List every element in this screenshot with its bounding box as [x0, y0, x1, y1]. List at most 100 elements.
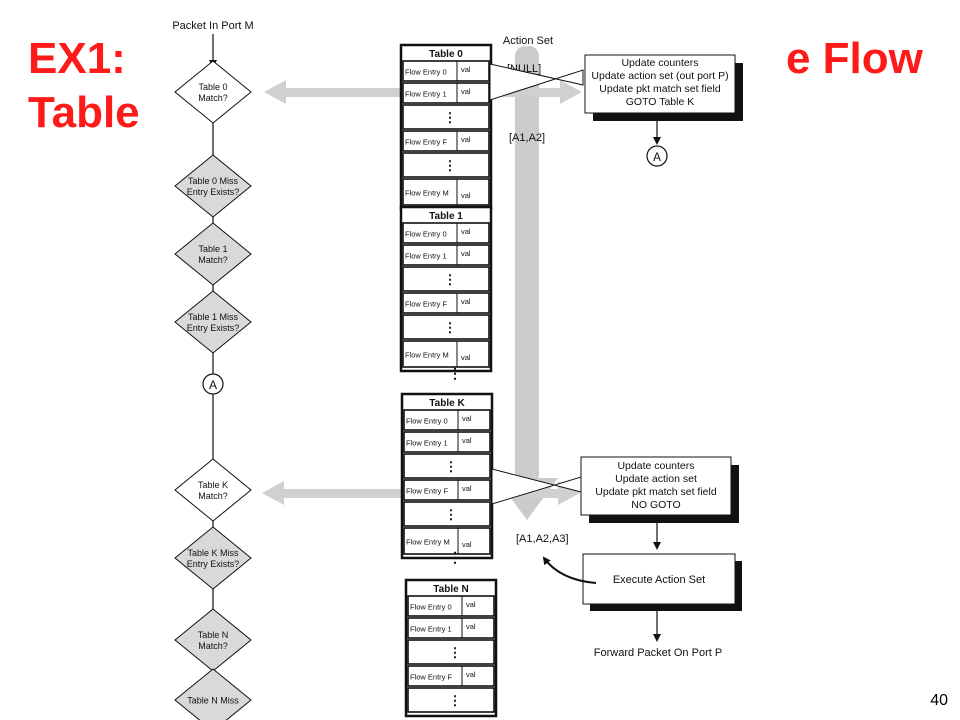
flow-entry-val: val	[462, 436, 472, 445]
connector-a-right: A	[646, 145, 668, 167]
flow-entry-row	[402, 314, 490, 340]
execute-action-set-box: Execute Action Set	[582, 553, 742, 611]
decision-diamond: Table N Miss	[174, 668, 252, 720]
flow-entry-val: val	[461, 353, 471, 362]
flow-entry-label: Flow Entry F	[405, 138, 448, 147]
forward-packet-label: Forward Packet On Port P	[594, 647, 722, 659]
flow-entry-val: val	[461, 135, 471, 144]
flow-entry-row	[402, 266, 490, 292]
flow-entry-val: val	[466, 600, 476, 609]
flow-entry-row	[402, 60, 490, 82]
flow-entry-val: val	[461, 227, 471, 236]
flow-entry-label: Flow Entry F	[405, 300, 448, 309]
row-ellipsis: ⋮	[449, 645, 462, 660]
diamond-label: Entry Exists?	[187, 559, 240, 569]
flow-entry-row	[402, 130, 490, 152]
row-ellipsis: ⋮	[444, 110, 457, 125]
table-gap-ellipsis: ⋮	[448, 549, 462, 565]
flow-entry-label: Flow Entry M	[405, 189, 449, 198]
diamond-shape	[174, 154, 252, 218]
flow-table-name: Table 1	[429, 211, 463, 222]
diamond-shape	[174, 668, 252, 720]
slide-title: EX1: e Flow Table	[28, 32, 948, 140]
diamond-label: Entry Exists?	[187, 323, 240, 333]
flow-entry-val: val	[462, 484, 472, 493]
table-gap-ellipses: ⋮⋮	[448, 365, 462, 565]
action-box-mid-line-4: NO GOTO	[631, 499, 680, 511]
diamond-label: Table N Miss	[187, 696, 239, 706]
slide-title-line-1: EX1: e Flow	[28, 34, 923, 83]
flow-entry-label: Flow Entry 1	[405, 90, 447, 99]
flow-entry-val: val	[462, 414, 472, 423]
flow-entry-row	[403, 479, 491, 501]
table-gap-ellipsis: ⋮	[448, 365, 462, 381]
action-box-top-line-4: GOTO Table K	[626, 96, 694, 108]
flow-entry-row	[402, 104, 490, 130]
row-ellipsis: ⋮	[444, 320, 457, 335]
flow-entry-row	[402, 222, 490, 244]
diamond-shape	[174, 60, 252, 124]
flow-entry-label: Flow Entry 1	[410, 625, 452, 634]
flow-entry-row	[402, 152, 490, 178]
flow-entry-val: val	[461, 191, 471, 200]
flow-entry-row	[403, 501, 491, 527]
connector-a-right-label: A	[653, 150, 661, 164]
callout-wedge-top	[489, 63, 584, 101]
diamond-shape	[174, 458, 252, 522]
diamond-shape	[174, 526, 252, 590]
flow-entry-row	[403, 409, 491, 431]
action-set-state-a1-a2: [A1,A2]	[509, 132, 545, 144]
connector-a-left: A	[202, 373, 224, 395]
diamond-label: Match?	[198, 641, 228, 651]
flow-entry-row	[407, 639, 495, 665]
flow-entry-row	[407, 595, 495, 617]
page-number: 40	[930, 692, 948, 709]
flow-table-name: Table K	[429, 398, 465, 409]
flow-entry-row	[407, 687, 495, 713]
flow-entry-row	[402, 82, 490, 104]
action-box-mid: Update counters Update action set Update…	[580, 456, 739, 523]
flow-entry-val: val	[462, 540, 472, 549]
start-label: Packet In Port M	[172, 20, 253, 32]
diamond-label: Table 1	[198, 244, 227, 254]
flow-table-name: Table 0	[429, 49, 463, 60]
flow-entry-label: Flow Entry M	[406, 538, 450, 547]
flow-entry-val: val	[466, 622, 476, 631]
slide-title-line-2: Table	[28, 88, 140, 137]
flow-entry-label: Flow Entry 1	[405, 252, 447, 261]
flow-entry-label: Flow Entry F	[406, 487, 449, 496]
action-box-top-line-2: Update action set (out port P)	[591, 70, 728, 82]
flow-entry-row	[402, 244, 490, 266]
flow-entry-label: Flow Entry 0	[406, 417, 448, 426]
action-box-top: Update counters Update action set (out p…	[584, 54, 743, 121]
flow-entry-label: Flow Entry M	[405, 351, 449, 360]
flow-entry-row	[403, 527, 491, 555]
row-ellipsis: ⋮	[444, 272, 457, 287]
flow-entry-row	[402, 340, 490, 368]
flow-entry-row	[402, 178, 490, 206]
execute-action-set-label: Execute Action Set	[613, 574, 705, 586]
flow-entry-label: Flow Entry 0	[410, 603, 452, 612]
flow-entry-val: val	[466, 670, 476, 679]
action-box-mid-line-3: Update pkt match set field	[595, 486, 717, 498]
diamond-label: Table 0 Miss	[188, 176, 239, 186]
flow-entry-label: Flow Entry 0	[405, 68, 447, 77]
flow-entry-label: Flow Entry 1	[406, 439, 448, 448]
flow-entry-val: val	[461, 65, 471, 74]
diamond-label: Table 1 Miss	[188, 312, 239, 322]
diamond-label: Match?	[198, 491, 228, 501]
diamond-label: Table 0	[198, 82, 227, 92]
row-ellipsis: ⋮	[444, 158, 457, 173]
row-ellipsis: ⋮	[449, 693, 462, 708]
flow-entry-row	[407, 665, 495, 687]
action-box-mid-line-2: Update action set	[615, 473, 697, 485]
